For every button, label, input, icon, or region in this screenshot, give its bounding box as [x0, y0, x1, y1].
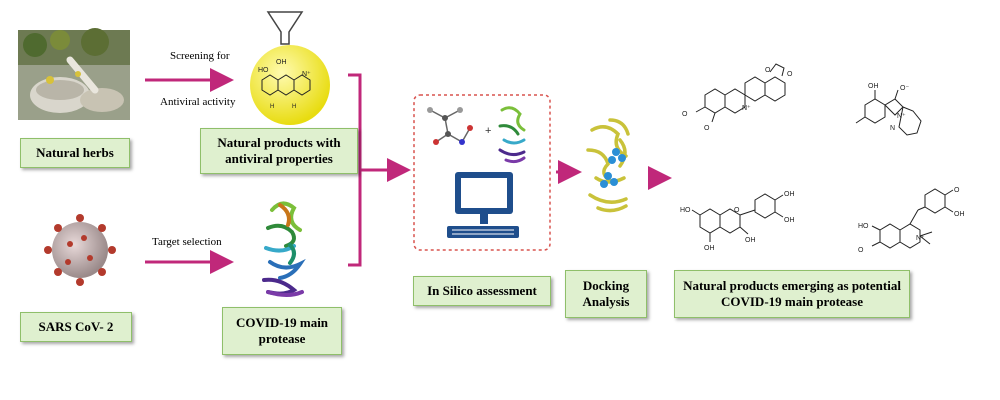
- docking-analysis-text: Docking Analysis: [582, 277, 630, 309]
- ligand-model-icon: [427, 107, 473, 145]
- covid-protease-text: COVID-19 main protease: [235, 314, 329, 346]
- sars-cov2-virus-image: [44, 214, 116, 286]
- svg-text:O: O: [734, 207, 740, 214]
- svg-text:O: O: [858, 247, 864, 254]
- natural-products-box: Natural products with antiviral properti…: [200, 128, 358, 174]
- in-silico-box: In Silico assessment: [413, 276, 551, 306]
- emerging-products-text: Natural products emerging as potential C…: [683, 277, 901, 309]
- svg-text:OH: OH: [868, 83, 879, 90]
- merge-bracket: [348, 73, 411, 267]
- target-selection-label: Target selection: [152, 236, 222, 248]
- antiviral-molecule-icon: HO OH N⁺ H H: [250, 45, 330, 125]
- svg-text:OH: OH: [704, 245, 715, 252]
- svg-text:O: O: [787, 71, 793, 78]
- receptor-model-icon: [498, 106, 526, 164]
- svg-text:H: H: [292, 104, 296, 110]
- plus-sign: +: [485, 125, 491, 137]
- quinolizidine-structure-icon: OH O⁻ N⁺ N: [855, 83, 922, 136]
- svg-text:N⁺: N⁺: [302, 71, 311, 78]
- svg-text:O: O: [704, 125, 710, 132]
- screening-funnel-icon: [266, 11, 304, 45]
- svg-text:OH: OH: [784, 191, 795, 198]
- svg-text:OH: OH: [784, 217, 795, 224]
- covid-protease-structure-image: [262, 201, 306, 297]
- catechin-structure-icon: HO OH OH OH OH O: [680, 191, 795, 252]
- natural-herbs-text: Natural herbs: [36, 144, 114, 160]
- sars-cov2-text: SARS CoV- 2: [38, 318, 114, 334]
- svg-text:N⁺: N⁺: [916, 235, 925, 242]
- svg-text:N⁺: N⁺: [742, 105, 751, 112]
- svg-text:HO: HO: [858, 223, 869, 230]
- docking-structure-image: [586, 118, 630, 213]
- natural-herbs-photo: [18, 28, 130, 120]
- isoquinoline-alkaloid-structure-icon: HO O O OH N⁺: [858, 187, 965, 254]
- docked-ligand-icon: [600, 148, 626, 188]
- in-silico-text: In Silico assessment: [427, 282, 537, 298]
- docking-analysis-box: Docking Analysis: [565, 270, 647, 318]
- svg-text:HO: HO: [680, 207, 691, 214]
- natural-herbs-box: Natural herbs: [20, 138, 130, 168]
- berberine-structure-icon: O O N⁺ O O: [682, 63, 793, 132]
- svg-text:N: N: [890, 125, 895, 132]
- computer-icon: [447, 172, 519, 238]
- sars-cov2-box: SARS CoV- 2: [20, 312, 132, 342]
- svg-text:O: O: [765, 67, 771, 74]
- covid-protease-box: COVID-19 main protease: [222, 307, 342, 355]
- svg-text:HO: HO: [258, 67, 269, 74]
- emerging-products-box: Natural products emerging as potential C…: [674, 270, 910, 318]
- svg-text:OH: OH: [276, 59, 287, 66]
- svg-text:O: O: [682, 111, 688, 118]
- svg-text:H: H: [270, 104, 274, 110]
- svg-text:O: O: [954, 187, 960, 194]
- svg-text:N⁺: N⁺: [897, 113, 906, 120]
- svg-text:OH: OH: [954, 211, 965, 218]
- screening-for-label: Screening for: [170, 50, 230, 62]
- svg-text:OH: OH: [745, 237, 756, 244]
- antiviral-activity-label: Antiviral activity: [160, 96, 236, 108]
- natural-products-text: Natural products with antiviral properti…: [217, 134, 341, 166]
- svg-text:O⁻: O⁻: [900, 85, 909, 92]
